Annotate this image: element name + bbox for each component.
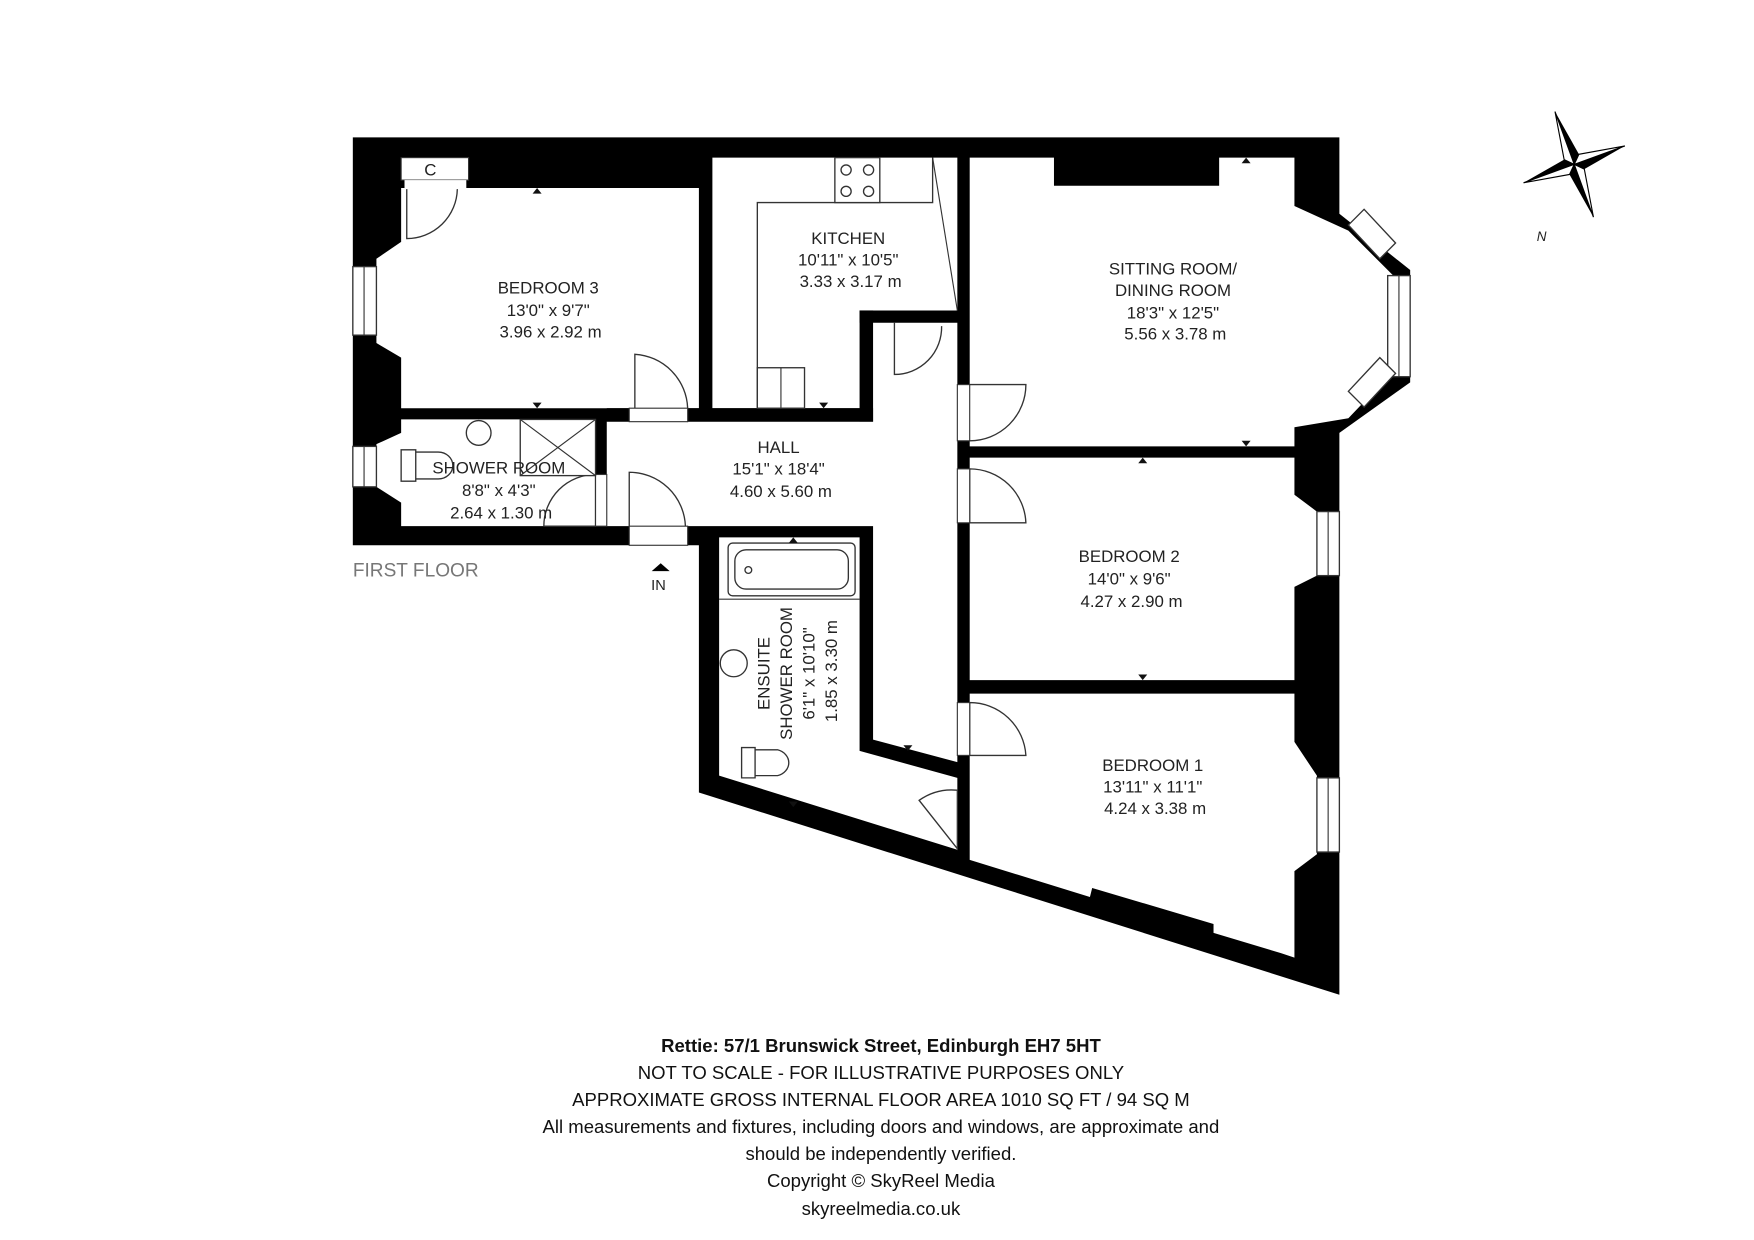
cupboard-label: C: [424, 161, 436, 180]
basin-icon: [465, 419, 492, 446]
room-label-ensuite: ENSUITE SHOWER ROOM 6'1" x 10'10" 1.85 x…: [755, 602, 841, 740]
room-label-bedroom-2: BEDROOM 2 14'0" x 9'6" 4.27 x 2.90 m: [1079, 547, 1185, 611]
doors: [406, 189, 1027, 851]
room-label-bedroom-1: BEDROOM 1 13'11" x 11'1" 4.24 x 3.38 m: [1102, 756, 1208, 818]
ensuite-toilet-icon: [740, 746, 790, 779]
room-label-sitting-dining: SITTING ROOM/ DINING ROOM 18'3" x 12'5" …: [1109, 259, 1242, 343]
entrance-label: IN: [651, 578, 666, 594]
room-bedroom-1: [969, 693, 1317, 958]
entrance-arrow-icon: [651, 563, 670, 572]
room-label-shower-room: SHOWER ROOM 8'8" x 4'3" 2.64 x 1.30 m: [432, 458, 570, 522]
footer-copyright: Copyright © SkyReel Media: [767, 1170, 996, 1191]
footer-area: APPROXIMATE GROSS INTERNAL FLOOR AREA 10…: [572, 1089, 1190, 1110]
hob-icon: [834, 156, 881, 204]
footer-disclaimer-2: should be independently verified.: [745, 1143, 1016, 1164]
footer-title: Rettie: 57/1 Brunswick Street, Edinburgh…: [661, 1035, 1101, 1056]
ensuite-basin-icon: [719, 649, 748, 678]
footer-disclaimer-1: All measurements and fixtures, including…: [543, 1116, 1220, 1137]
floor-label: FIRST FLOOR: [353, 561, 479, 582]
footer-website[interactable]: skyreelmedia.co.uk: [802, 1198, 961, 1219]
footer-scale-note: NOT TO SCALE - FOR ILLUSTRATIVE PURPOSES…: [638, 1062, 1124, 1083]
room-bedroom-2: [969, 457, 1317, 681]
room-label-kitchen: KITCHEN 10'11" x 10'5" 3.33 x 3.17 m: [798, 229, 903, 291]
dimension-markers: [532, 157, 1251, 808]
room-sitting-dining: [969, 157, 1394, 447]
room-hall: [606, 322, 958, 763]
fixtures: [400, 156, 958, 779]
room-label-hall: HALL 15'1" x 18'4" 4.60 x 5.60 m: [730, 438, 832, 501]
compass-icon: [1523, 111, 1626, 218]
toilet-icon: [400, 449, 454, 482]
compass-north-label: N: [1537, 229, 1547, 244]
room-label-bedroom-3: BEDROOM 3 13'0" x 9'7" 3.96 x 2.92 m: [498, 279, 604, 342]
room-bedroom-3: [376, 187, 699, 409]
windows: [352, 208, 1411, 853]
